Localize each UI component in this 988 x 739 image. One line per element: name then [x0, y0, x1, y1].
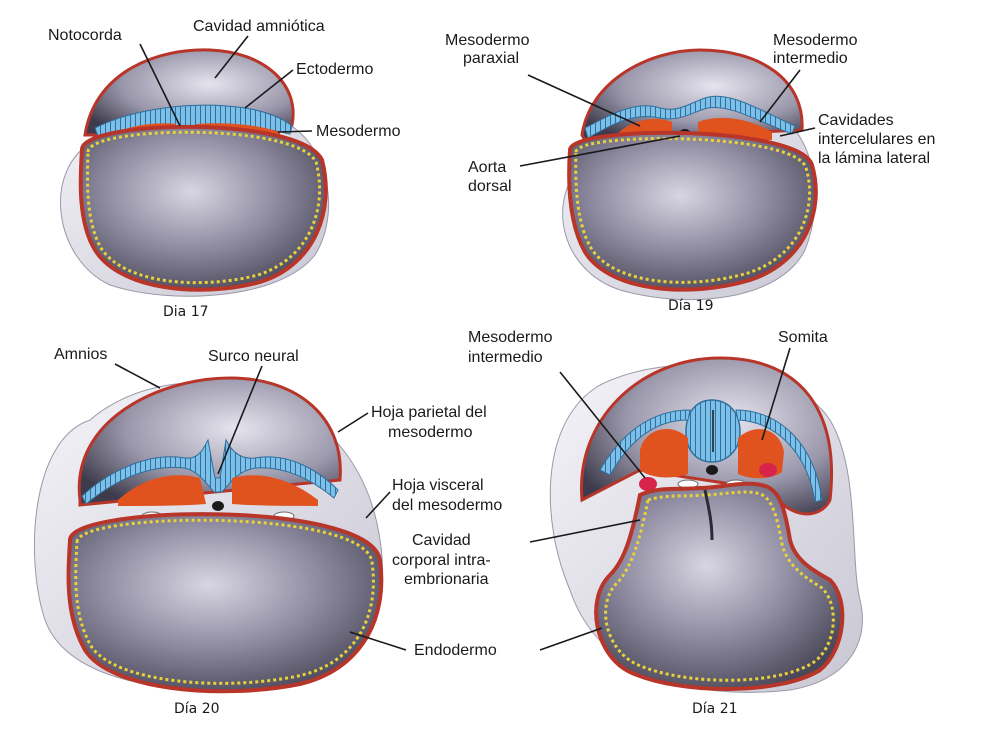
ectoderm-layer [584, 95, 796, 139]
label-cavidades-2: intercelulares en [818, 131, 935, 148]
somite-left [640, 428, 688, 478]
label-amnios: Amnios [54, 346, 107, 363]
label-mesodermo: Mesodermo [316, 123, 401, 140]
yolk-sac [78, 124, 328, 292]
label-cavidades-1: Cavidades [818, 112, 894, 129]
caption-dia-20: Día 20 [174, 701, 220, 717]
endoderm-dots [574, 137, 811, 284]
leader-notocorda [139, 43, 181, 127]
leader-aorta [519, 135, 681, 167]
label-hoja-parietal-1: Hoja parietal del [371, 404, 487, 421]
label-mesodermo-paraxial-2: paraxial [463, 50, 519, 67]
mesoderm-right [232, 475, 318, 506]
endoderm-dots [604, 490, 835, 682]
dorsal-aorta [706, 465, 718, 475]
label-surco-neural: Surco neural [208, 348, 299, 365]
leader-intermedio [759, 69, 801, 123]
label-cavidad-corporal-3: embrionaria [404, 571, 489, 588]
label-endodermo: Endodermo [414, 642, 497, 659]
label-mesodermo-intermedio-1: Mesodermo [773, 32, 858, 49]
dorsal-aorta [212, 501, 224, 511]
label-aorta-1: Aorta [468, 159, 506, 176]
endoderm-dots [86, 130, 321, 285]
panel-dia-17: Notocorda Cavidad amniótica Ectodermo Me… [48, 18, 401, 320]
label-cavidad-corporal-2: corporal intra- [392, 552, 491, 569]
label-mesodermo-intermedio-2: intermedio [773, 50, 848, 67]
ectoderm-layer [81, 438, 339, 505]
leader-surco-neural [217, 365, 263, 475]
leader-amnios [114, 363, 161, 389]
caption-dia-17: Dia 17 [163, 304, 209, 320]
panel-dia-21: Mesodermo intermedio Somita Día 21 [468, 329, 863, 717]
leader-paraxial [527, 74, 641, 127]
label-mesodermo-intermedio-1: Mesodermo [468, 329, 553, 346]
leader-somita [761, 347, 791, 441]
yolk-sac [66, 512, 384, 694]
mesoderm-left [118, 475, 206, 506]
leader-ectodermo [244, 69, 294, 109]
gut-groove [703, 489, 714, 541]
label-mesodermo-intermedio-2: intermedio [468, 349, 543, 366]
panel-dia-19: Mesodermo paraxial Mesodermo intermedio … [445, 32, 935, 314]
caption-dia-19: Día 19 [668, 298, 714, 314]
label-hoja-parietal-2: mesodermo [388, 424, 473, 441]
intermediate-mesoderm-left [639, 477, 657, 491]
endoderm-dots [74, 518, 375, 685]
amniotic-cavity [77, 376, 342, 507]
leader-cavidades [779, 127, 816, 137]
label-hoja-visceral-2: del mesodermo [392, 497, 502, 514]
leader-cavidad [214, 35, 249, 79]
intermediate-mesoderm-right [759, 463, 777, 477]
leader-intermedio [559, 371, 646, 479]
leader-hoja-visceral [365, 491, 391, 519]
leader-mesodermo [277, 130, 313, 133]
caption-dia-21: Día 21 [692, 701, 738, 717]
yolk-sac [567, 130, 818, 292]
label-ectodermo: Ectodermo [296, 61, 373, 78]
label-notocorda: Notocorda [48, 27, 122, 44]
label-hoja-visceral-1: Hoja visceral [392, 477, 484, 494]
label-mesodermo-paraxial-1: Mesodermo [445, 32, 530, 49]
label-somita: Somita [778, 329, 828, 346]
leader-endodermo-right [539, 627, 603, 651]
label-cavidades-3: la lámina lateral [818, 150, 930, 167]
label-aorta-2: dorsal [468, 178, 512, 195]
leader-endodermo-left [349, 631, 407, 651]
leader-hoja-parietal [337, 412, 369, 433]
amniotic-cavity [580, 48, 804, 142]
ectoderm-layer [599, 409, 823, 503]
label-cavidad-amniotica: Cavidad amniótica [193, 18, 325, 35]
panel-dia-20: Amnios Surco neural Hoja parietal del me… [33, 346, 502, 717]
leader-cavidad-corporal [529, 519, 641, 543]
yolk-sac [594, 481, 845, 691]
label-cavidad-corporal-1: Cavidad [412, 532, 471, 549]
